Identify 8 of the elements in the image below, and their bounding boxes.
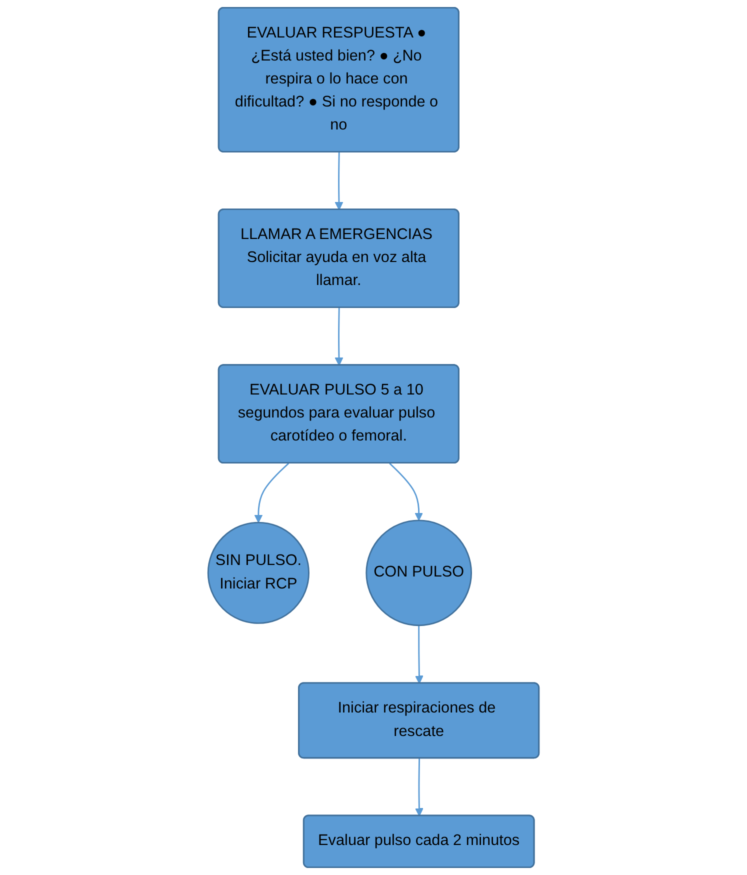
arrow	[334, 152, 344, 210]
arrow	[414, 625, 424, 684]
arrow	[334, 308, 344, 366]
arrow	[389, 462, 424, 521]
arrow	[254, 462, 290, 523]
arrow	[414, 758, 424, 816]
node-circle: CON PULSO	[366, 520, 472, 626]
node-circle: SIN PULSO. Iniciar RCP	[207, 522, 310, 624]
